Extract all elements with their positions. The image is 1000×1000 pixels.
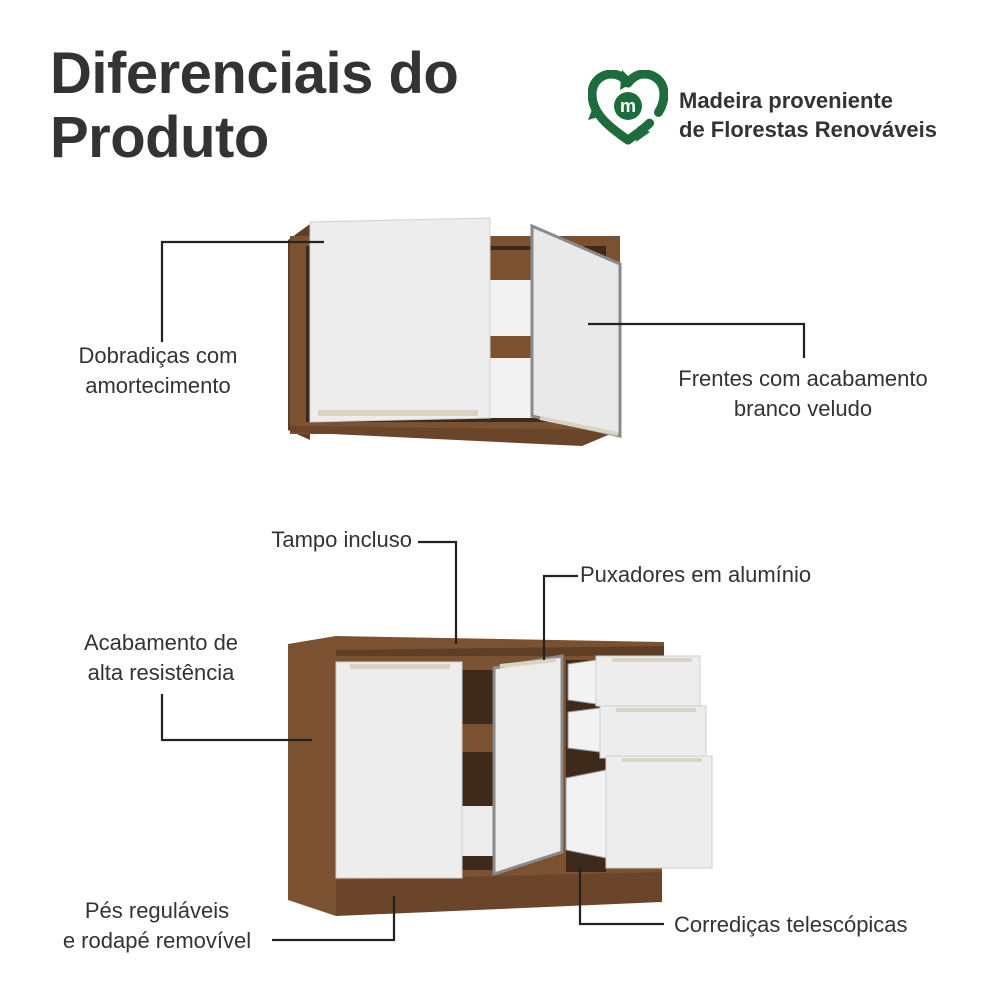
callout-line-slides [578, 868, 664, 926]
callout-line-handles [542, 574, 578, 660]
label-top: Tampo incluso [230, 525, 412, 555]
label-hinges: Dobradiças com amortecimento [58, 341, 258, 401]
label-top-text: Tampo incluso [271, 527, 412, 552]
eco-badge-text: Madeira proveniente de Florestas Renováv… [679, 86, 937, 144]
label-hinges-line-2: amortecimento [85, 373, 231, 398]
eco-badge-line-1: Madeira proveniente [679, 88, 893, 113]
label-hinges-line-1: Dobradiças com [78, 343, 238, 368]
label-finish: Acabamento de alta resistência [62, 628, 260, 688]
page-title: Diferenciais do Produto [50, 41, 459, 170]
callout-line-top [418, 540, 458, 644]
label-slides: Corrediças telescópicas [674, 910, 908, 940]
label-handles: Puxadores em alumínio [580, 560, 811, 590]
wall-cabinet [288, 217, 622, 446]
label-feet-line-1: Pés reguláveis [84, 898, 230, 923]
badge-letter: m [620, 96, 636, 116]
title-line-1: Diferenciais do [50, 41, 459, 106]
callout-line-fronts [588, 322, 806, 358]
label-fronts: Frentes com acabamento branco veludo [650, 364, 956, 424]
label-finish-line-2: alta resistência [87, 660, 235, 685]
recycle-heart-icon: m [588, 70, 668, 145]
callout-line-hinges [160, 240, 324, 342]
label-handles-text: Puxadores em alumínio [580, 562, 812, 587]
eco-badge-line-2: de Florestas Renováveis [679, 117, 938, 142]
label-feet: Pés reguláveis e rodapé removível [46, 896, 268, 956]
callout-lines [160, 240, 806, 942]
label-feet-line-2: e rodapé removível [62, 928, 252, 953]
title-line-2: Produto [50, 105, 269, 170]
label-fronts-line-2: branco veludo [733, 396, 873, 421]
label-fronts-line-1: Frentes com acabamento [678, 366, 928, 391]
callout-line-finish [160, 694, 312, 742]
label-finish-line-1: Acabamento de [83, 630, 239, 655]
callout-line-feet [272, 896, 396, 942]
base-cabinet [288, 636, 713, 916]
label-slides-text: Corrediças telescópicas [674, 912, 908, 937]
